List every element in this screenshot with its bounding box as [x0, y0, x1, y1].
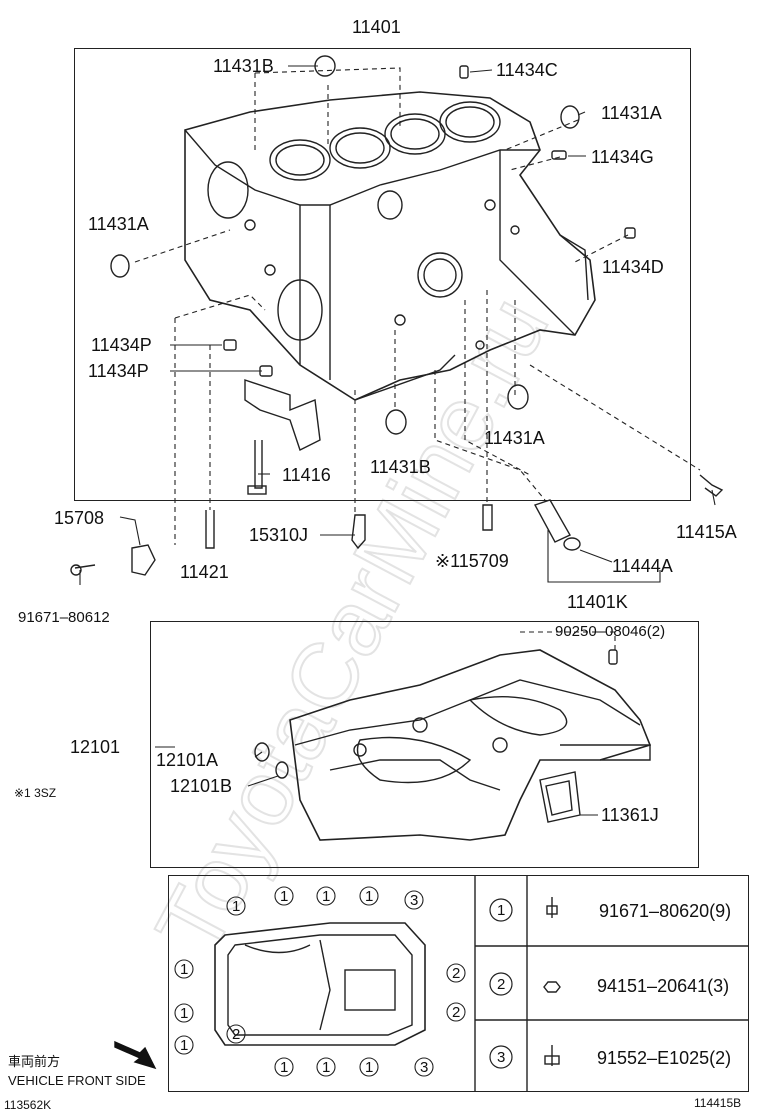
- bolt-pattern-outline: [214, 922, 426, 1046]
- footer-left-code: 113562K: [4, 1098, 52, 1112]
- front-side-jp: 車両前方: [8, 1054, 61, 1069]
- label-11361J: 11361J: [601, 805, 659, 825]
- cylinder-block-illustration: [184, 91, 596, 401]
- table-num-3: 3: [497, 1049, 506, 1066]
- dashed-leaders: [134, 67, 701, 650]
- mark-bottom-5: 3: [420, 1059, 429, 1076]
- label-15708: 15708: [54, 508, 105, 528]
- label-11415A: 11415A: [676, 522, 737, 542]
- label-15709: ※115709: [435, 551, 509, 571]
- label-90250-08046: 90250–08046(2): [555, 623, 666, 640]
- table-part-2: 94151–20641(3): [597, 976, 730, 996]
- label-11444A: 11444A: [612, 556, 673, 576]
- engine-block-frame: [74, 48, 691, 501]
- mark-top-1: 1: [232, 898, 241, 915]
- mark-left-1: 1: [180, 961, 189, 978]
- solid-leaders: [79, 65, 716, 816]
- label-11431B-top: 11431B: [213, 56, 274, 76]
- mark-right-1: 2: [452, 965, 461, 982]
- mark-top-2: 1: [280, 888, 289, 905]
- bolt-pattern-frame: [168, 875, 749, 1092]
- mark-bottom-3: 1: [322, 1059, 331, 1076]
- label-11434D: 11434D: [602, 257, 664, 277]
- table-part-1: 91671–80620(9): [599, 901, 732, 921]
- label-11434P-2: 11434P: [88, 361, 149, 381]
- mark-bottom-2: 1: [280, 1059, 289, 1076]
- oil-pan-illustration: [254, 649, 652, 841]
- mark-top-3: 1: [322, 888, 331, 905]
- label-11434G: 11434G: [591, 147, 654, 167]
- label-12101B: 12101B: [170, 776, 233, 796]
- mark-bottom-1: 2: [232, 1026, 241, 1043]
- note-3sz: ※1 3SZ: [14, 786, 57, 800]
- label-11431A-bottom: 11431A: [484, 428, 545, 448]
- label-11431B-bottom: 11431B: [370, 457, 431, 477]
- label-12101: 12101: [70, 737, 121, 757]
- front-arrow-icon: [114, 1040, 157, 1070]
- table-part-3: 91552–E1025(2): [597, 1048, 732, 1068]
- label-11431A-right: 11431A: [601, 103, 662, 123]
- mark-left-2: 1: [180, 1005, 189, 1022]
- mark-right-2: 2: [452, 1004, 461, 1021]
- label-11401: 11401: [352, 17, 401, 37]
- mark-top-5: 3: [410, 892, 419, 909]
- label-11401K: 11401K: [567, 592, 628, 612]
- label-91671-80612: 91671–80612: [18, 609, 110, 626]
- label-15310J: 15310J: [249, 525, 309, 545]
- footer-right-code: 114415B: [694, 1096, 742, 1110]
- label-11434P-1: 11434P: [91, 335, 152, 355]
- bolt-table-lines: [474, 875, 749, 1092]
- label-11416: 11416: [282, 465, 331, 485]
- table-num-2: 2: [497, 976, 506, 993]
- oil-pan-frame: [150, 621, 699, 868]
- mark-bottom-4: 1: [365, 1059, 374, 1076]
- mark-left-3: 1: [180, 1037, 189, 1054]
- front-side-en: VEHICLE FRONT SIDE: [8, 1073, 146, 1088]
- label-12101A: 12101A: [156, 750, 219, 770]
- label-11421: 11421: [180, 562, 229, 582]
- mark-top-4: 1: [365, 888, 374, 905]
- bolt-icons: [543, 897, 561, 1066]
- label-11431A-left: 11431A: [88, 214, 149, 234]
- label-11434C: 11434C: [496, 60, 558, 80]
- table-num-1: 1: [497, 902, 506, 919]
- small-parts: [70, 55, 724, 665]
